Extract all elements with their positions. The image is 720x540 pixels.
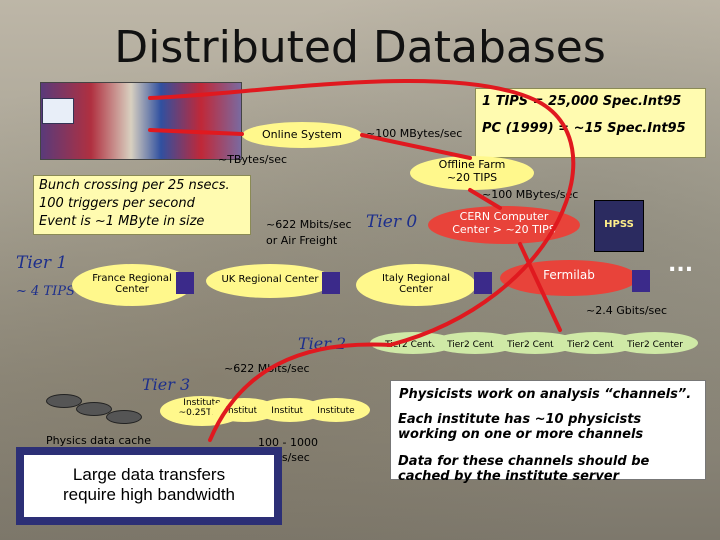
- hpss-storage-icon: HPSS: [594, 200, 644, 252]
- large-data-line1: Large data transfers: [72, 465, 226, 484]
- rate-100-1000-line1: 100 - 1000: [258, 436, 318, 449]
- disk-3-icon: [106, 410, 142, 424]
- cern-line1: CERN Computer: [459, 210, 549, 223]
- hpss-label: HPSS: [604, 219, 634, 230]
- link-622-air-line1: ~622 Mbits/sec: [266, 218, 352, 231]
- more-centers-ellipsis: ...: [668, 252, 694, 277]
- institute-label-3: Institute: [271, 406, 309, 416]
- offline-farm-line2: ~20 TIPS: [446, 171, 498, 184]
- online-system-node: Online System: [242, 122, 362, 148]
- tier3-label: Tier 3: [142, 375, 191, 394]
- bunch-line1: Bunch crossing per 25 nsecs.: [39, 178, 230, 193]
- physicists-box: Physicists work on analysis “channels”.: [390, 380, 706, 480]
- bunch-line3: Event is ~1 MByte in size: [39, 214, 205, 229]
- france-server-icon: [176, 272, 194, 294]
- institute-node-4: Institute: [302, 398, 370, 422]
- france-center-node: France Regional Center: [72, 264, 192, 306]
- disk-2-icon: [76, 402, 112, 416]
- bunch-crossing-box: Bunch crossing per 25 nsecs. 100 trigger…: [33, 175, 251, 235]
- offline-farm-line1: Offline Farm: [438, 158, 506, 171]
- slide-title: Distributed Databases: [114, 22, 606, 73]
- fermilab-server-icon: [632, 270, 650, 292]
- bunch-line2: 100 triggers per second: [39, 196, 195, 211]
- italy-server-icon: [474, 272, 492, 294]
- italy-line1: Italy Regional: [381, 273, 450, 284]
- tier1-label: Tier 1: [16, 253, 68, 273]
- large-data-box: Large data transfers require high bandwi…: [16, 447, 282, 525]
- disk-1-icon: [46, 394, 82, 408]
- cern-line2: Center > ~20 TIPS: [452, 223, 556, 236]
- uk-label: UK Regional Center: [221, 274, 319, 285]
- arrow-cern-down: [518, 242, 562, 332]
- uk-center-node: UK Regional Center: [206, 264, 334, 298]
- large-data-line2: require high bandwidth: [62, 485, 235, 504]
- physicists-line2: Each institute has ~10 physicists workin…: [398, 412, 644, 442]
- institute-label-1: Institute ~0.25TIPS: [178, 398, 226, 418]
- tier0-label: Tier 0: [366, 212, 418, 232]
- tier2-center-label-3: Tier2 Center: [507, 340, 563, 350]
- physicists-line1: Physicists work on analysis “channels”.: [399, 387, 692, 402]
- france-line2: Center: [115, 284, 149, 295]
- rate-100mb-mid: ~100 MBytes/sec: [482, 188, 579, 201]
- tbytes-rate: ~TBytes/sec: [218, 153, 288, 166]
- tier2-center-label-2: Tier2 Center: [447, 340, 503, 350]
- tier2-center-1: Tier2 Center: [370, 332, 456, 354]
- cms-logo: [42, 98, 74, 124]
- physics-cache-label: Physics data cache: [46, 434, 152, 447]
- tier2-center-5: Tier2 Center: [612, 332, 698, 354]
- offline-farm-node: Offline Farm ~20 TIPS: [410, 156, 534, 190]
- arrow-tier2-to-tier3: [208, 342, 392, 442]
- tier1-tips: ~ 4 TIPS: [16, 284, 75, 299]
- tier2-center-label-5: Tier2 Center: [627, 340, 683, 350]
- france-line1: France Regional: [92, 273, 172, 284]
- gbits-rate: ~2.4 Gbits/sec: [586, 304, 668, 317]
- arrow-online-to-farm: [360, 133, 472, 160]
- fermilab-node: Fermilab: [500, 260, 638, 296]
- arrow-big-route: [148, 78, 576, 347]
- uk-server-icon: [322, 272, 340, 294]
- arrow-detector-to-online: [148, 128, 244, 136]
- rate-100mb-top: ~100 MBytes/sec: [366, 127, 463, 140]
- fermilab-label: Fermilab: [543, 268, 595, 282]
- link-622-air-line2: or Air Freight: [266, 234, 338, 247]
- physics-data-disks: [46, 392, 156, 432]
- physicists-line3: Data for these channels should be cached…: [398, 454, 650, 484]
- tier2-center-label-1: Tier2 Center: [385, 340, 441, 350]
- tier2-center-label-4: Tier2 Center: [567, 340, 623, 350]
- institute-label-4: Institute: [317, 406, 355, 416]
- italy-line2: Center: [399, 284, 433, 295]
- arrow-farm-to-cern: [468, 188, 502, 210]
- online-system-label: Online System: [262, 128, 342, 141]
- italy-center-node: Italy Regional Center: [356, 264, 476, 306]
- institute-label-2: Institute: [225, 406, 263, 416]
- tips-line2: PC (1999) = ~15 Spec.Int95: [482, 121, 686, 136]
